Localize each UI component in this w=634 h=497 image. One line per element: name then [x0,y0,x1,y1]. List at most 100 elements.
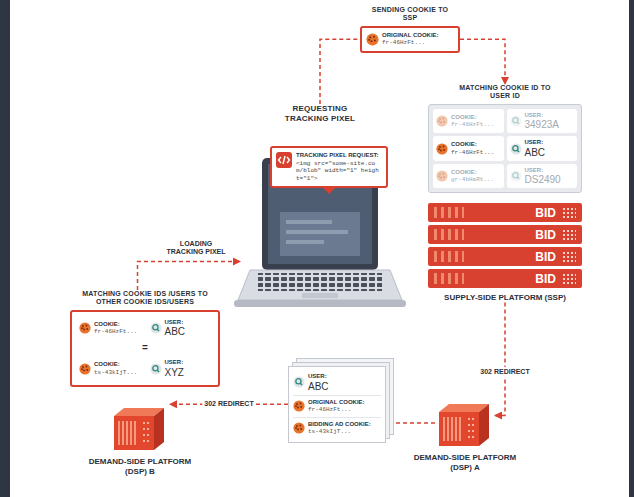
shape [296,403,298,405]
cookie-icon [366,33,379,46]
shape [300,383,302,385]
shape [122,421,124,445]
cookie-icon [293,400,305,412]
field-cell: COOKIE:fr-46HzFt... [433,136,504,161]
cookie-value: fr-46HzFt... [451,149,494,157]
vent-stripes [434,273,464,284]
shape [283,156,285,164]
shape [82,325,84,327]
platform-title: DEMAND-SIDE PLATFORM (DSP) B [80,457,200,476]
shape [443,173,445,175]
dashed-connector [460,39,505,84]
led-dots [562,273,576,284]
shape [472,424,474,426]
shape [438,175,440,177]
shape [479,404,489,446]
shape [468,424,470,426]
text-column: USER:ABC [308,373,329,392]
field-cell: COOKIE:ts-43kIjT... [76,356,144,381]
shape [147,428,149,430]
frame-strip [629,0,634,497]
shape [287,157,290,163]
shape [512,145,517,150]
cookie-value: fr-46HzFt... [451,121,494,129]
shape [293,422,304,433]
block-node: DEMAND-SIDE PLATFORM (DSP) A [405,398,525,472]
vent-stripes [434,207,464,218]
shape [143,440,145,442]
shape [86,328,88,330]
cookie-value: gr-4bHaRt... [451,176,494,184]
cookie-icon [79,322,91,334]
shape [296,379,301,384]
edge-label: 302 REDIRECT [202,399,255,409]
shape [143,428,145,430]
shape [143,434,145,436]
bid-slab: BID [428,203,582,222]
field-cell: USER:ABC [147,316,215,341]
shape [436,115,447,126]
field-cell: USER:XYZ [147,356,215,381]
paper-row: ORIGINAL COOKIE:fr-46HzFt... [293,396,381,418]
shape [86,325,88,327]
shape [297,429,299,431]
shape [510,115,521,126]
shape [147,422,149,424]
dashed-connector [386,422,435,424]
shape [517,177,519,179]
shape [83,369,85,371]
shape [468,430,470,432]
dashed-connector [495,303,505,416]
cookie-icon [293,422,305,434]
field-label: BIDDING AD COOKIE: [308,421,371,429]
text-column: COOKIE:fr-46HzFt... [451,141,494,156]
shape [130,421,132,445]
led-dots [562,229,576,240]
shape [86,365,88,367]
step-heading: SENDING COOKIE TO SSP [370,6,450,23]
dspcard-node: MATCHING COOKIE IDS /USERS TO OTHER COOK… [70,290,220,387]
field-cell: COOKIE:gr-4bHaRt... [433,164,504,189]
text-column: COOKIE:fr-46HzFt... [451,114,494,129]
shape [366,33,378,45]
row-node: COOKIE:gr-4bHaRt...USER:DS2490 [433,164,577,189]
shape [300,406,302,408]
shape [300,403,302,405]
cookie-icon [79,363,91,375]
shape [472,418,474,420]
field-label: USER: [525,167,561,175]
shape [81,327,83,329]
user-icon [150,322,162,334]
shape [293,400,304,411]
field-value: ts-43kIjT... [308,428,371,436]
server-block [435,398,495,448]
shape [468,418,470,420]
field-label: USER: [165,319,186,327]
shape [79,322,90,333]
field-value: ABC [308,381,329,392]
shape [157,370,159,372]
shape [147,434,149,436]
server-node: BIDBIDBIDBIDSUPPLY-SIDE PLATFORM (SSP) [428,203,582,303]
field-label: COOKIE: [94,321,137,329]
shape [134,421,136,445]
shape [440,122,442,124]
shape [118,421,120,445]
shape [82,366,84,368]
shape [443,145,445,147]
table-node: MATCHING COOKIE ID TO USER IDCOOKIE:fr-4… [428,84,582,193]
shape [443,121,445,123]
field-cell: USER:34923A [507,109,578,134]
user-id: 34923A [525,119,559,130]
shape [86,369,88,371]
user-id: ABC [165,326,186,337]
shape [472,430,474,432]
shape [79,363,90,374]
callout-node: TRACKING PIXEL REQUEST:<img src="some-si… [270,146,388,188]
shape [451,417,453,441]
shape [373,36,375,38]
cell-row: ORIGINAL COOKIE:fr-46HzFt... [366,32,454,47]
platform-title: SUPPLY-SIDE PLATFORM (SSP) [428,293,582,303]
bid-slab: BID [428,247,582,266]
user-icon [510,143,522,155]
